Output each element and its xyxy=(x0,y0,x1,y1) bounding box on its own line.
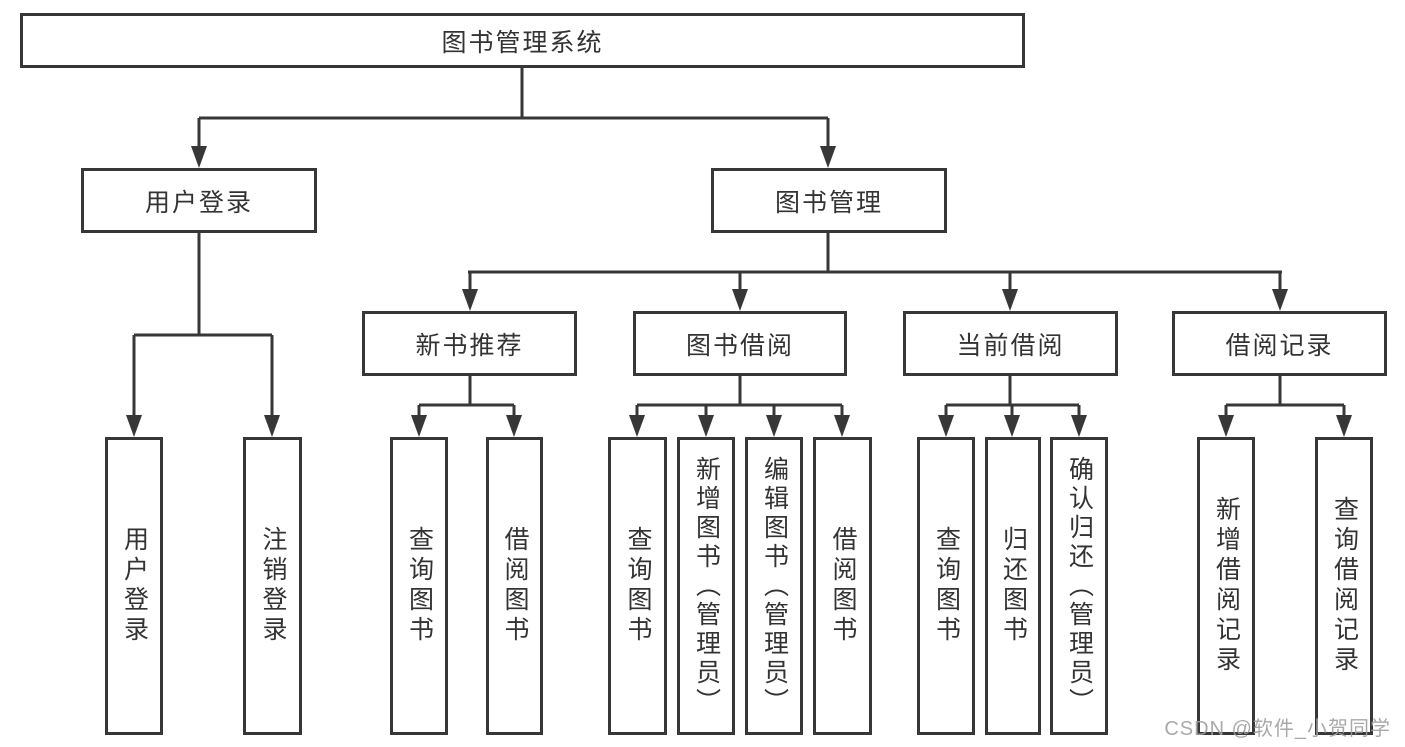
node-book-borrowing: 图书借阅 xyxy=(633,311,847,376)
watermark: CSDN @软件_小贺同学 xyxy=(1164,718,1391,740)
leaf-recommend-borrow-books-label: 借阅图书 xyxy=(501,526,529,646)
leaf-current-return-books-label: 归还图书 xyxy=(999,526,1028,646)
leaf-records-query-borrow-record-label: 查询借阅记录 xyxy=(1330,496,1359,676)
node-current-borrowing: 当前借阅 xyxy=(903,311,1118,376)
arrow-down-icon xyxy=(462,289,478,311)
leaf-borrowing-edit-books-admin-label: 编辑图书（管理员） xyxy=(760,455,789,717)
leaf-current-query-books-label: 查询图书 xyxy=(932,526,961,646)
leaf-borrowing-add-books-admin: 新增图书（管理员） xyxy=(677,437,735,735)
leaf-borrowing-edit-books-admin: 编辑图书（管理员） xyxy=(745,437,803,735)
leaf-current-return-books: 归还图书 xyxy=(985,437,1041,735)
arrow-down-icon xyxy=(732,289,748,311)
arrow-down-icon xyxy=(766,415,782,437)
leaf-records-add-borrow-record: 新增借阅记录 xyxy=(1197,437,1255,735)
leaf-logout: 注销登录 xyxy=(243,437,302,735)
arrow-down-icon xyxy=(629,415,645,437)
leaf-borrowing-query-books-label: 查询图书 xyxy=(624,526,652,646)
node-book-management: 图书管理 xyxy=(711,168,947,233)
arrow-down-icon xyxy=(1004,415,1020,437)
arrow-down-icon xyxy=(126,415,142,437)
leaf-user-login-label: 用户登录 xyxy=(120,526,149,646)
arrow-down-icon xyxy=(834,415,850,437)
connector-book-borrowing-to-leaves xyxy=(629,376,850,437)
connector-borrowing-records-to-leaves xyxy=(1218,376,1352,437)
leaf-user-login: 用户登录 xyxy=(105,437,163,735)
leaf-recommend-query-books-label: 查询图书 xyxy=(405,526,434,646)
leaf-current-query-books: 查询图书 xyxy=(917,437,975,735)
leaf-borrowing-borrow-books: 借阅图书 xyxy=(813,437,872,735)
connector-user-login-to-leaves xyxy=(126,233,280,437)
leaf-recommend-query-books: 查询图书 xyxy=(390,437,448,735)
arrow-down-icon xyxy=(264,415,280,437)
arrow-down-icon xyxy=(1071,415,1087,437)
connector-root-to-branches xyxy=(191,68,836,168)
connector-current-borrowing-to-leaves xyxy=(938,376,1087,437)
arrow-down-icon xyxy=(411,415,427,437)
arrow-down-icon xyxy=(1336,415,1352,437)
connector-new-book-recommendation-to-leaves xyxy=(411,376,522,437)
leaf-borrowing-add-books-admin-label: 新增图书（管理员） xyxy=(692,455,721,717)
arrow-down-icon xyxy=(698,415,714,437)
node-borrowing-records: 借阅记录 xyxy=(1172,311,1387,376)
leaf-records-add-borrow-record-label: 新增借阅记录 xyxy=(1212,496,1241,676)
leaf-borrowing-query-books: 查询图书 xyxy=(608,437,667,735)
arrow-down-icon xyxy=(506,415,522,437)
arrow-down-icon xyxy=(1002,289,1018,311)
arrow-down-icon xyxy=(820,146,836,168)
arrow-down-icon xyxy=(1272,289,1288,311)
arrow-down-icon xyxy=(191,146,207,168)
node-new-book-recommendation: 新书推荐 xyxy=(362,311,577,376)
arrow-down-icon xyxy=(938,415,954,437)
node-user-login: 用户登录 xyxy=(81,168,317,233)
arrow-down-icon xyxy=(1218,415,1234,437)
leaf-current-confirm-return-admin-label: 确认归还（管理员） xyxy=(1065,455,1094,717)
leaf-logout-label: 注销登录 xyxy=(259,526,287,646)
leaf-records-query-borrow-record: 查询借阅记录 xyxy=(1315,437,1373,735)
connector-book-management-to-sub-branches xyxy=(462,233,1288,311)
node-library-management-system: 图书管理系统 xyxy=(20,13,1025,68)
leaf-borrowing-borrow-books-label: 借阅图书 xyxy=(829,526,857,646)
leaf-recommend-borrow-books: 借阅图书 xyxy=(486,437,543,735)
leaf-current-confirm-return-admin: 确认归还（管理员） xyxy=(1050,437,1108,735)
